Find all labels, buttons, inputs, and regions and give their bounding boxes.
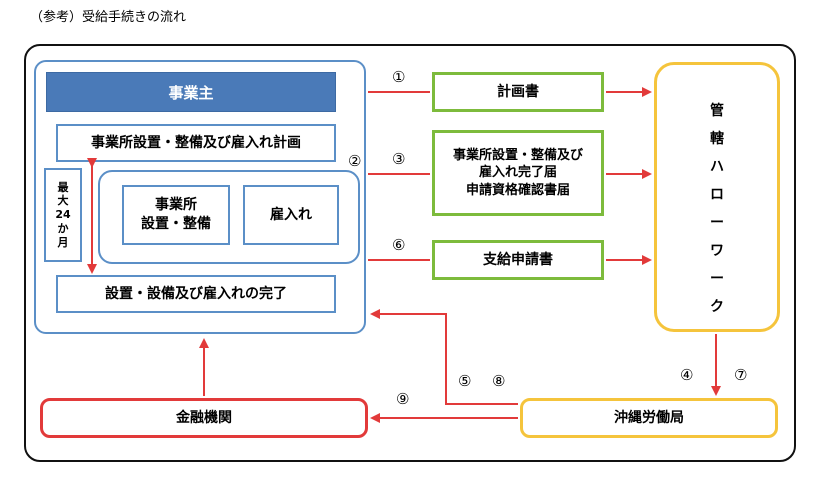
step-9-label: ⑨ [396,390,410,408]
hiring-box: 雇入れ [243,185,339,245]
arrow-step5 [370,309,518,405]
hello-work-char: ワ [710,243,724,259]
completion-notice-box: 事業所設置・整備及び 雇入れ完了届 申請資格確認書届 [432,130,604,216]
step-4-label: ④ [680,366,694,384]
financial-institution-box: 金融機関 [40,398,368,438]
employer-title: 事業主 [46,72,336,112]
hello-work-label: 管 轄 ハ ロ ー ワ ー ク [654,100,780,315]
step-2-label: ② [348,152,362,170]
step-1-label: ① [392,68,406,86]
diagram-caption: （参考）受給手続きの流れ [30,10,187,25]
hello-work-char: ロ [710,187,724,203]
step-7-label: ⑦ [734,366,748,384]
plan-document-box: 計画書 [432,72,604,112]
hello-work-char: 轄 [710,131,724,147]
hello-work-box [654,62,780,332]
payment-application-box: 支給申請書 [432,240,604,280]
employment-plan-box: 事業所設置・整備及び雇入れ計画 [56,124,336,162]
step-6-label: ⑥ [392,236,406,254]
hello-work-char: ハ [710,159,724,175]
step-3-label: ③ [392,150,406,168]
hello-work-char: ー [710,215,724,231]
max-period-box: 最 大 24 か 月 [44,168,82,262]
office-setup-box: 事業所 設置・整備 [122,185,230,245]
hello-work-char: 管 [710,103,724,119]
okinawa-labor-bureau-box: 沖縄労働局 [520,398,778,438]
inner-process-frame [98,170,360,264]
step-5-label: ⑤ [458,372,472,390]
hello-work-char: ー [710,271,724,287]
step-8-label: ⑧ [492,372,506,390]
outer-frame [24,44,796,462]
hello-work-char: ク [710,299,724,315]
completion-box: 設置・設備及び雇入れの完了 [56,275,336,313]
